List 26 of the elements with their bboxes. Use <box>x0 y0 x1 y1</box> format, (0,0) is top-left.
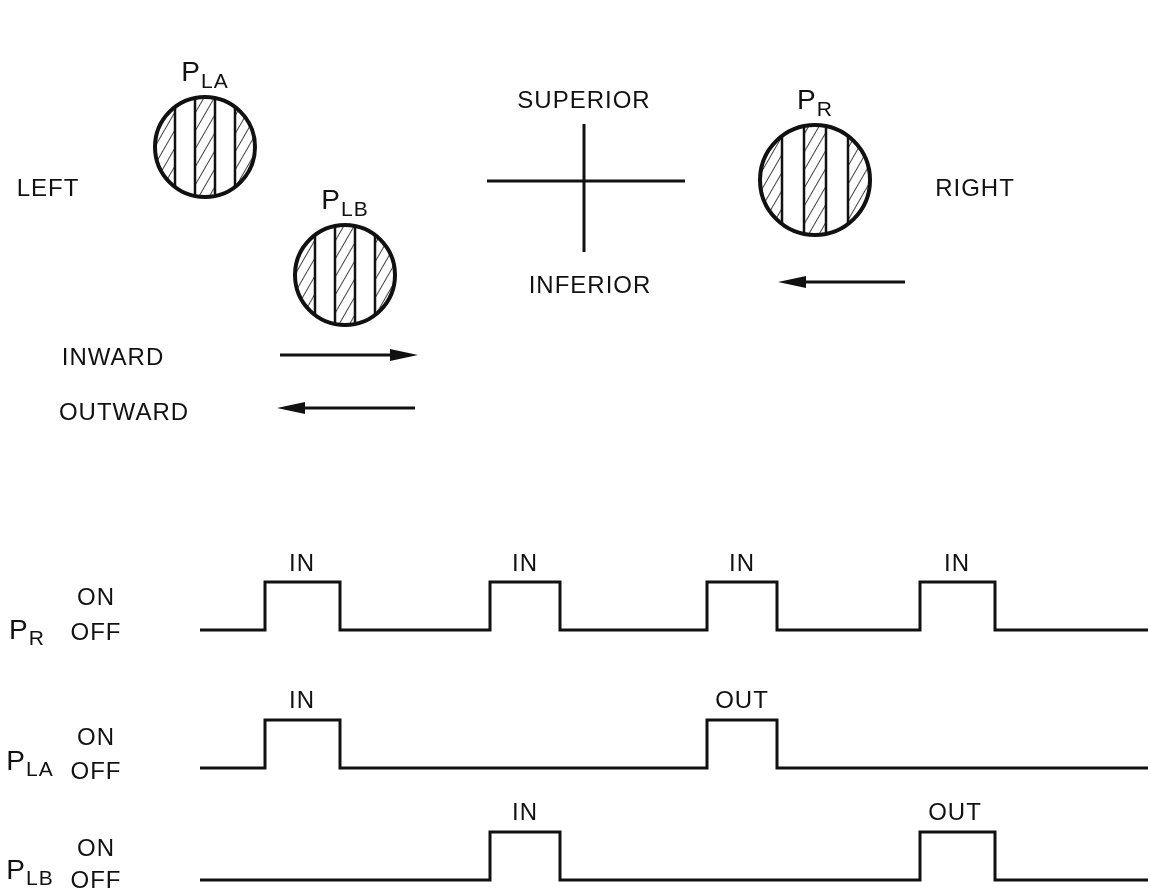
circle-label: P$_{LA}$ <box>181 58 229 91</box>
state-label: OFF <box>70 759 122 783</box>
pulse-label: OUT <box>715 688 769 712</box>
state-label: ON <box>77 725 115 749</box>
pulse-label: IN <box>512 551 538 575</box>
state-label: OFF <box>70 620 122 644</box>
direction-label: RIGHT <box>935 176 1015 200</box>
pulse-label: IN <box>289 551 315 575</box>
state-label: OFF <box>70 868 122 892</box>
direction-label: INWARD <box>61 345 165 369</box>
state-label: ON <box>77 585 115 609</box>
pulse-label: IN <box>729 551 755 575</box>
pulse-label: OUT <box>928 800 982 824</box>
direction-label: LEFT <box>16 176 80 200</box>
signal-name: P$_{R}$ <box>9 615 45 649</box>
circle-label: P$_{LB}$ <box>321 186 369 219</box>
state-label: ON <box>77 836 115 860</box>
circle-label: P$_{R}$ <box>797 86 833 119</box>
signal-name: P$_{LB}$ <box>6 855 54 889</box>
direction-label: OUTWARD <box>58 400 190 424</box>
pulse-label: IN <box>944 551 970 575</box>
pulse-label: IN <box>289 688 315 712</box>
signal-name: P$_{LA}$ <box>6 746 54 780</box>
direction-label: INFERIOR <box>528 273 652 297</box>
pulse-label: IN <box>512 800 538 824</box>
direction-label: SUPERIOR <box>517 88 651 112</box>
